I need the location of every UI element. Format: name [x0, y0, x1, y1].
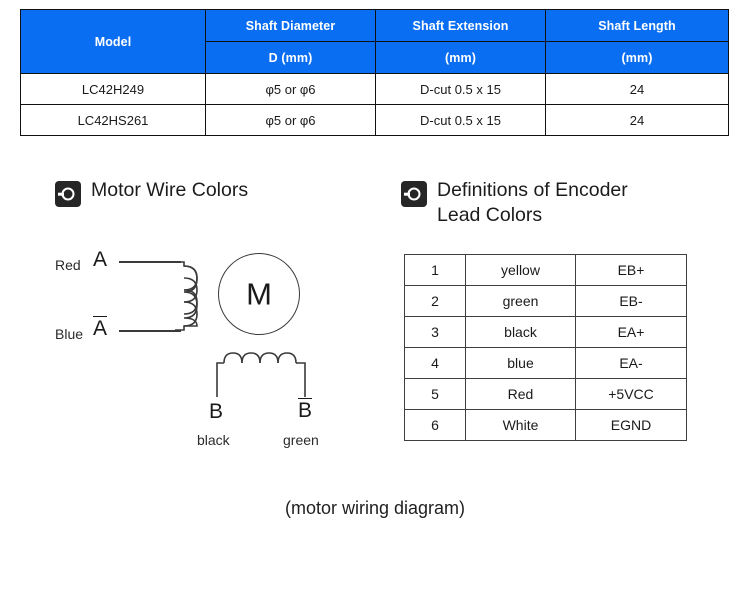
spec-cell-diameter: φ5 or φ6: [205, 104, 376, 136]
encoder-cell-signal: EB+: [575, 254, 687, 286]
encoder-cell-signal: EGND: [575, 409, 687, 441]
encoder-cell-signal: +5VCC: [575, 378, 687, 410]
encoder-cell-color: White: [465, 409, 576, 441]
spec-cell-length: 24: [545, 73, 729, 105]
spec-header-shaft-length: Shaft Length: [545, 9, 729, 42]
table-row: LC42HS261 φ5 or φ6 D-cut 0.5 x 15 24: [20, 104, 729, 136]
spec-cell-extension: D-cut 0.5 x 15: [375, 73, 546, 105]
encoder-cell-signal: EA-: [575, 347, 687, 379]
motor-wire-colors-title: Motor Wire Colors: [91, 179, 249, 201]
motor-symbol: M: [218, 253, 300, 335]
motor-wire-colors-heading: Motor Wire Colors: [55, 178, 248, 207]
encoder-cell-signal: EA+: [575, 316, 687, 348]
phase-a-terminal: A: [93, 248, 108, 271]
phase-b-bar-wire-color-label: green: [283, 432, 319, 448]
phase-a-bar-wire-color-label: Blue: [55, 326, 84, 342]
spec-header-row-2: D (mm) (mm) (mm): [21, 41, 729, 74]
phase-a-bar-lead-wire: [119, 330, 181, 332]
encoder-lead-colors-heading: Definitions of Encoder Lead Colors: [401, 178, 628, 228]
spec-subheader-length-unit: (mm): [545, 41, 729, 74]
shaft-spec-table: Model Shaft Diameter Shaft Extension Sha…: [20, 9, 729, 136]
phase-a-bar-terminal: A: [93, 316, 108, 340]
spec-header-shaft-diameter: Shaft Diameter: [205, 9, 376, 42]
spec-cell-diameter: φ5 or φ6: [205, 73, 376, 105]
motor-wiring-diagram: Red A Blue A M B black B green: [55, 238, 385, 463]
spec-subheader-diameter-unit: D (mm): [205, 41, 376, 74]
phase-b-wire-color-label: black: [197, 432, 230, 448]
encoder-cell-pin: 4: [404, 347, 466, 379]
phase-b-terminal: B: [209, 400, 224, 423]
table-row: LC42H249 φ5 or φ6 D-cut 0.5 x 15 24: [20, 73, 729, 105]
target-ring-icon: [401, 181, 427, 207]
encoder-cell-signal: EB-: [575, 285, 687, 317]
phase-b-coil-icon: [216, 352, 306, 397]
encoder-cell-color: yellow: [465, 254, 576, 286]
target-ring-icon: [55, 181, 81, 207]
motor-symbol-letter: M: [246, 276, 272, 312]
encoder-cell-color: green: [465, 285, 576, 317]
encoder-cell-pin: 5: [404, 378, 466, 410]
encoder-cell-pin: 3: [404, 316, 466, 348]
phase-a-coil-icon: [175, 261, 198, 331]
spec-subheader-extension-unit: (mm): [375, 41, 546, 74]
encoder-cell-color: black: [465, 316, 576, 348]
encoder-cell-color: blue: [465, 347, 576, 379]
spec-cell-extension: D-cut 0.5 x 15: [375, 104, 546, 136]
phase-b-bar-terminal: B: [298, 398, 313, 422]
encoder-lead-colors-title: Definitions of Encoder Lead Colors: [437, 179, 628, 226]
spec-cell-length: 24: [545, 104, 729, 136]
spec-header-row-1: Model Shaft Diameter Shaft Extension Sha…: [20, 9, 729, 74]
spec-header-model: Model: [20, 9, 206, 74]
spec-header-shaft-extension: Shaft Extension: [375, 9, 546, 42]
encoder-cell-color: Red: [465, 378, 576, 410]
spec-cell-model: LC42HS261: [20, 104, 206, 136]
diagram-caption: (motor wiring diagram): [284, 498, 466, 518]
encoder-cell-pin: 2: [404, 285, 466, 317]
encoder-cell-pin: 6: [404, 409, 466, 441]
phase-a-wire-color-label: Red: [55, 257, 81, 273]
encoder-cell-pin: 1: [404, 254, 466, 286]
spec-cell-model: LC42H249: [20, 73, 206, 105]
phase-a-lead-wire: [119, 261, 181, 263]
